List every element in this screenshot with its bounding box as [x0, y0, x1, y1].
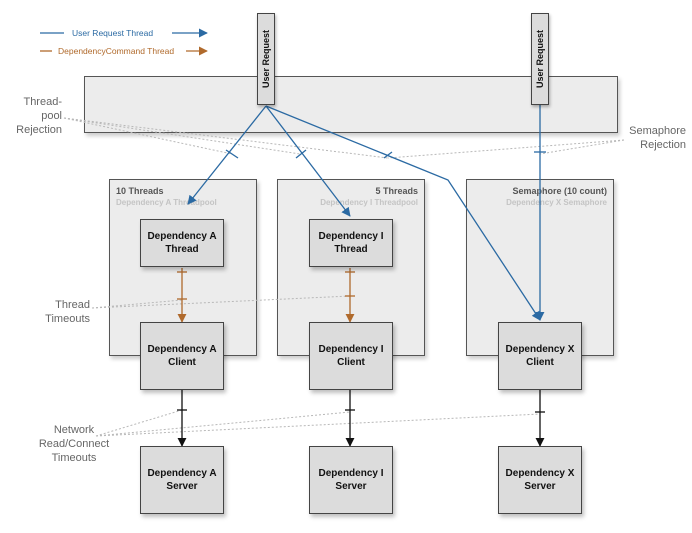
threadpool-rejection-note: Thread-pool Rejection — [16, 96, 62, 136]
semaphore-rejection-note: Semaphore Rejection — [629, 125, 686, 151]
rejection-ticks — [225, 149, 546, 159]
pool-i-title: 5 Threads — [375, 186, 418, 196]
thread-timeout-callout — [91, 295, 351, 309]
dependency-x-client: Dependency X Client — [498, 322, 582, 390]
user-request-box-1: User Request — [257, 13, 275, 105]
dependency-a-client: Dependency A Client — [140, 322, 224, 390]
legend-user-request-thread: User Request Thread — [72, 28, 154, 38]
user-request-label-2: User Request — [535, 29, 545, 89]
request-queue-panel — [84, 76, 618, 133]
semaphore-rejection-callout — [387, 139, 625, 159]
pool-a-subtitle: Dependency A Threadpool — [116, 198, 217, 207]
network-timeouts-note: Network Read/Connect Timeouts — [38, 424, 110, 464]
user-thread-arrows — [187, 104, 545, 321]
command-thread-arrows — [177, 268, 355, 323]
pool-a-title: 10 Threads — [116, 186, 164, 196]
pool-i-subtitle: Dependency I Threadpool — [320, 198, 418, 207]
dependency-i-thread: Dependency I Thread — [309, 219, 393, 267]
thread-timeouts-note: Thread Timeouts — [45, 299, 90, 325]
threadpool-rejection-callout — [63, 117, 389, 159]
network-timeout-callout — [95, 409, 541, 437]
user-request-label-1: User Request — [261, 29, 271, 89]
dependency-i-server: Dependency I Server — [309, 446, 393, 514]
network-arrows — [177, 390, 545, 447]
dependency-x-server: Dependency X Server — [498, 446, 582, 514]
pool-x-subtitle: Dependency X Semaphore — [506, 198, 607, 207]
pool-x-title: Semaphore (10 count) — [512, 186, 607, 196]
dependency-a-server: Dependency A Server — [140, 446, 224, 514]
dependency-i-client: Dependency I Client — [309, 322, 393, 390]
dependency-a-thread: Dependency A Thread — [140, 219, 224, 267]
legend-dependency-command-thread: DependencyCommand Thread — [58, 46, 175, 56]
user-request-box-2: User Request — [531, 13, 549, 105]
